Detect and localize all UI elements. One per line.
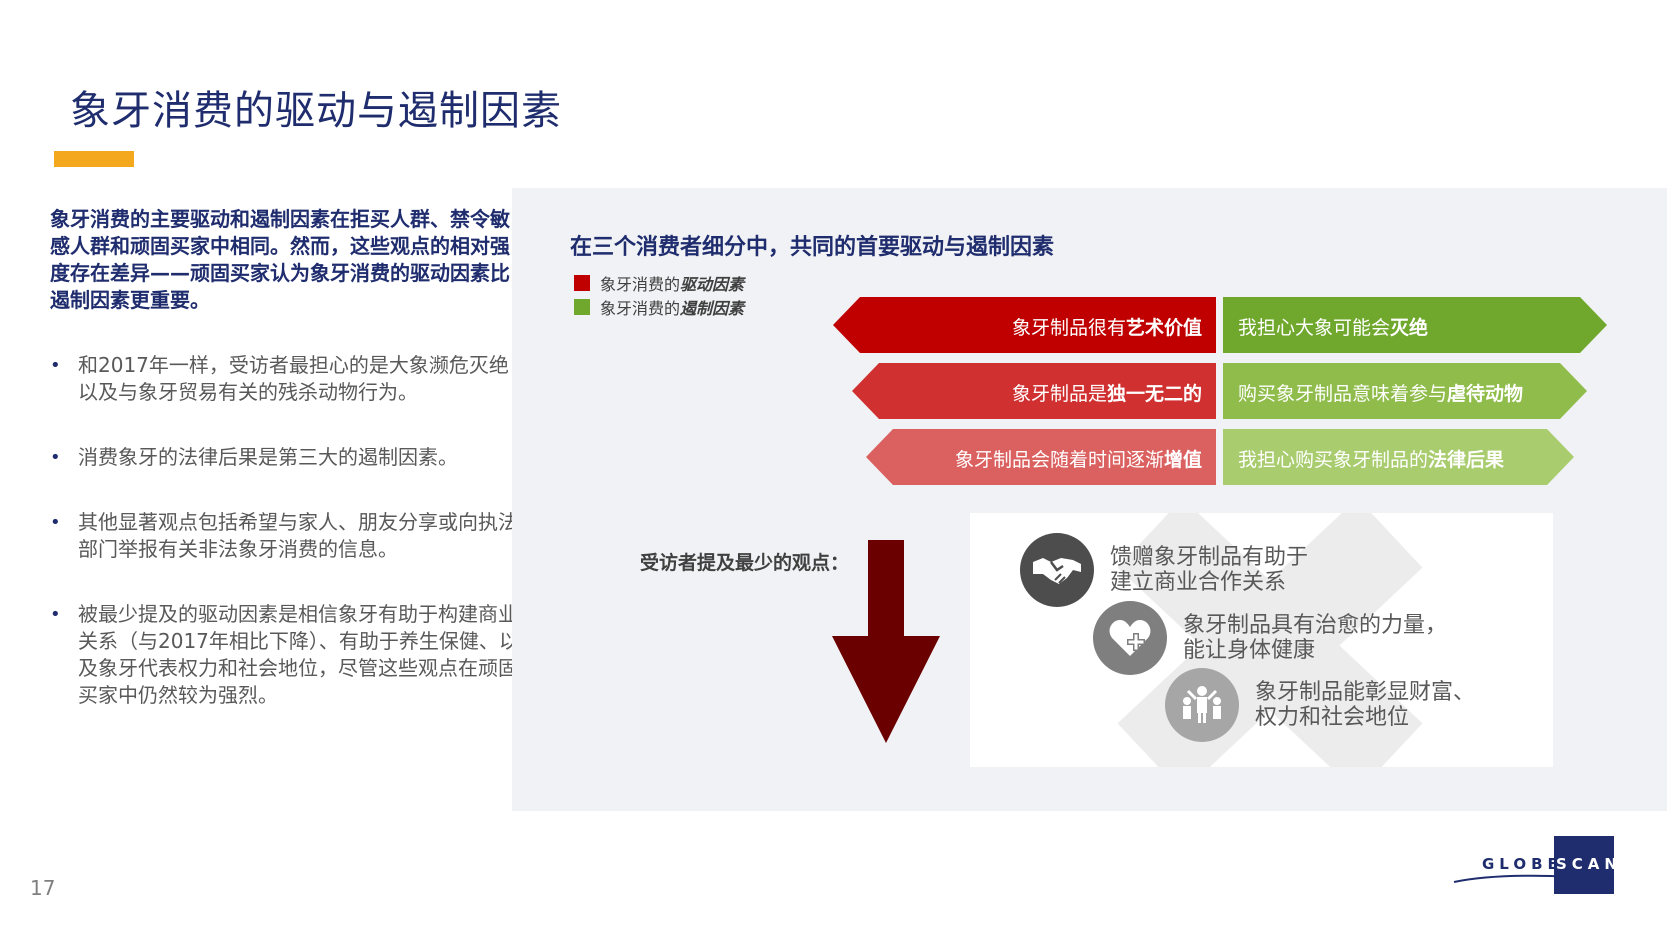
panel-title: 在三个消费者细分中，共同的首要驱动与遏制因素 <box>570 235 1055 260</box>
least-item-text: 象牙制品能彰显财富、 <box>1255 680 1476 705</box>
deterrent-arrow-2 <box>1223 363 1587 419</box>
legend-driver-prefix: 象牙消费的 <box>600 275 681 294</box>
handshake-icon <box>1020 533 1094 607</box>
least-item-health: 象牙制品具有治愈的力量， 能让身体健康 <box>1093 601 1447 675</box>
logo-swoosh-icon <box>1453 874 1615 883</box>
legend-driver-swatch <box>574 275 590 291</box>
deterrent-label-2: 购买象牙制品意味着参与虐待动物 <box>1238 382 1524 405</box>
slide-title: 象牙消费的驱动与遏制因素 <box>70 88 562 134</box>
bullet-item: 和2017年一样，受访者最担心的是大象濒危灭绝以及与象牙贸易有关的残杀动物行为。 <box>50 352 520 406</box>
bullet-list: 和2017年一样，受访者最担心的是大象濒危灭绝以及与象牙贸易有关的残杀动物行为。… <box>50 352 520 747</box>
legend-driver: 象牙消费的驱动因素 <box>574 271 744 295</box>
driver-label-1: 象牙制品很有艺术价值 <box>1011 316 1202 339</box>
bullet-item: 被最少提及的驱动因素是相信象牙有助于构建商业关系（与2017年相比下降）、有助于… <box>50 601 520 709</box>
least-mentioned-label: 受访者提及最少的观点： <box>640 552 850 574</box>
driver-arrow-3 <box>866 429 1216 485</box>
bullet-item: 消费象牙的法律后果是第三大的遏制因素。 <box>50 444 520 471</box>
legend-deterrent: 象牙消费的遏制因素 <box>574 295 744 319</box>
logo-text-right: SCAN <box>1556 855 1622 873</box>
deterrent-arrow-1 <box>1223 297 1607 353</box>
driver-label-2: 象牙制品是独一无二的 <box>1011 382 1202 405</box>
logo-text-left: GLOBE <box>1482 855 1563 873</box>
legend-deterrent-prefix: 象牙消费的 <box>600 299 681 318</box>
least-item-business: 馈赠象牙制品有助于 建立商业合作关系 <box>1020 533 1308 607</box>
deterrent-label-1: 我担心大象可能会灭绝 <box>1238 316 1429 339</box>
least-item-text: 能让身体健康 <box>1183 638 1316 663</box>
least-item-text: 建立商业合作关系 <box>1110 570 1287 595</box>
logo-box <box>1554 836 1614 894</box>
least-mentioned-box: 馈赠象牙制品有助于 建立商业合作关系 象牙制品具有治愈的力量， 能让身体健康 <box>970 513 1553 767</box>
least-mentioned-arrow <box>832 540 940 743</box>
least-item-status: 象牙制品能彰显财富、 权力和社会地位 <box>1165 668 1475 742</box>
legend: 象牙消费的驱动因素 象牙消费的遏制因素 <box>574 271 744 319</box>
least-item-text: 权力和社会地位 <box>1255 705 1410 730</box>
heart-plus-icon <box>1093 601 1167 675</box>
page-number: 17 <box>30 876 56 900</box>
legend-deterrent-swatch <box>574 299 590 315</box>
driver-arrow-1 <box>833 297 1216 353</box>
legend-driver-label: 驱动因素 <box>680 275 745 294</box>
deterrent-arrow-3 <box>1223 429 1574 485</box>
people-icon <box>1165 668 1239 742</box>
least-item-text: 馈赠象牙制品有助于 <box>1110 545 1309 570</box>
title-accent-bar <box>54 151 134 167</box>
deterrent-label-3: 我担心购买象牙制品的法律后果 <box>1238 448 1505 471</box>
driver-arrow-2 <box>852 363 1216 419</box>
legend-deterrent-label: 遏制因素 <box>680 299 745 318</box>
driver-label-3: 象牙制品会随着时间逐渐增值 <box>954 448 1202 471</box>
lead-paragraph: 象牙消费的主要驱动和遏制因素在拒买人群、禁令敏感人群和顽固买家中相同。然而，这些… <box>50 207 510 312</box>
bullet-item: 其他显著观点包括希望与家人、朋友分享或向执法部门举报有关非法象牙消费的信息。 <box>50 509 520 563</box>
globescan-logo: GLOBE SCAN <box>1452 836 1617 896</box>
least-item-text: 象牙制品具有治愈的力量， <box>1183 613 1448 638</box>
